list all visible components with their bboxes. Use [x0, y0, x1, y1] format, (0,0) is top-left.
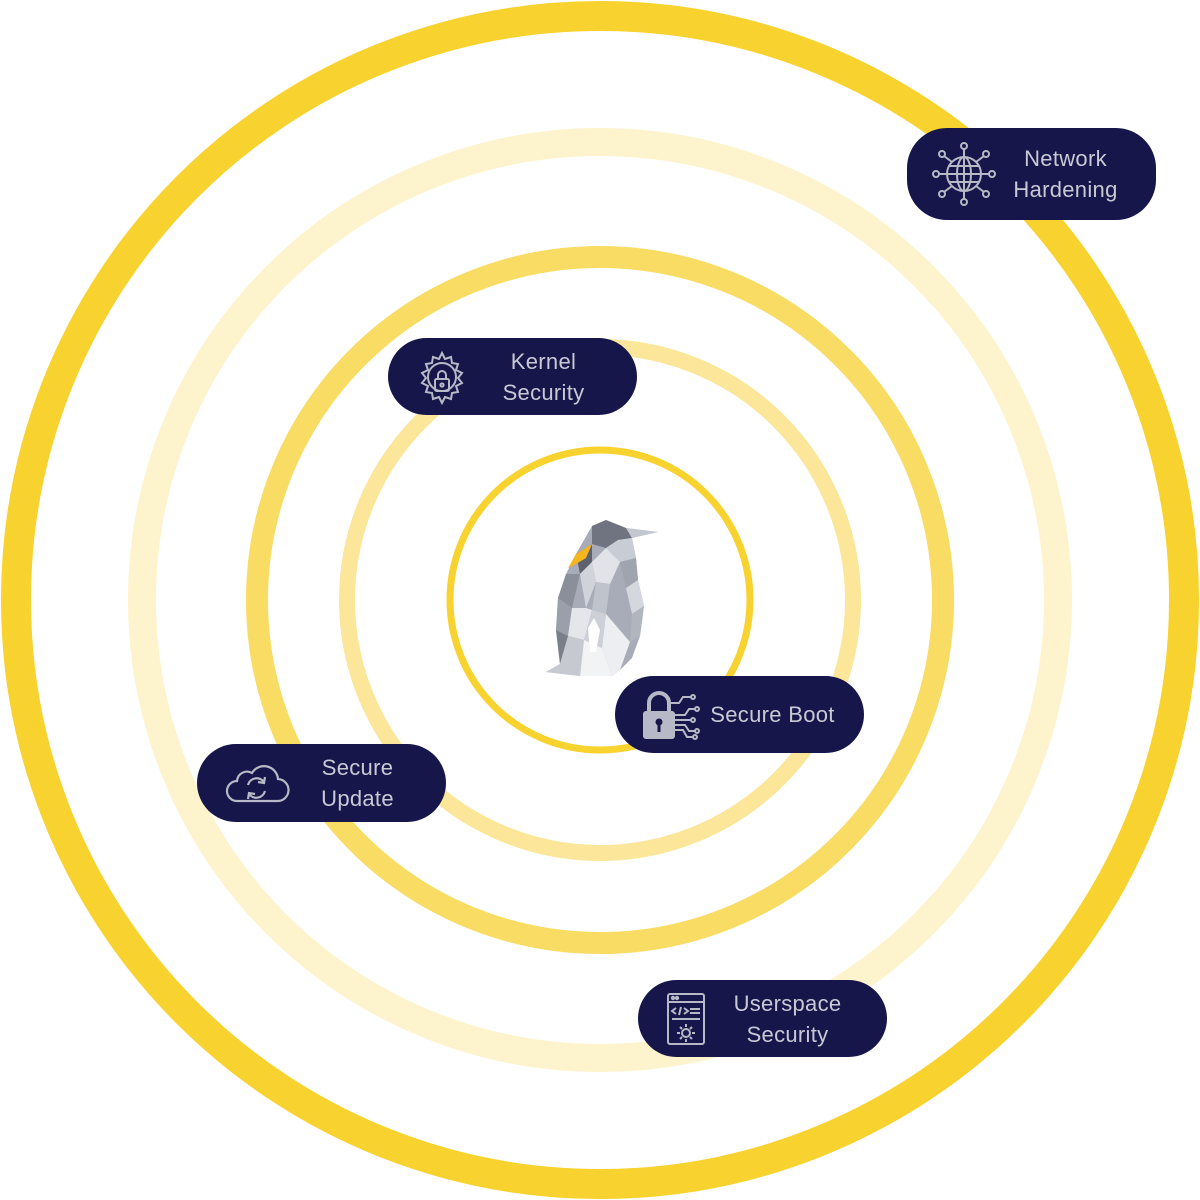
penguin-icon [546, 520, 658, 676]
inner-ring [446, 446, 754, 754]
secure-update-badge[interactable]: Secure Update [197, 744, 446, 822]
second-ring [128, 128, 1072, 1072]
code-settings-icon [662, 990, 710, 1048]
userspace-security-label: Userspace Security [733, 990, 842, 1047]
secure-boot-label: Secure Boot [710, 702, 835, 727]
network-hardening-badge[interactable]: Network Hardening [907, 128, 1156, 220]
kernel-security-label: Kernel Security [502, 348, 585, 405]
secure-boot-badge[interactable]: Secure Boot [615, 676, 864, 753]
cloud-sync-icon [221, 755, 291, 811]
network-hardening-label: Network Hardening [1013, 146, 1118, 202]
userspace-security-badge[interactable]: Userspace Security [638, 980, 887, 1057]
globe-network-icon [931, 141, 997, 207]
third-ring [246, 246, 954, 954]
gear-lock-icon [412, 347, 472, 407]
padlock-circuit-icon [639, 687, 703, 743]
secure-update-label: Secure Update [321, 755, 394, 811]
kernel-security-badge[interactable]: Kernel Security [388, 338, 637, 415]
